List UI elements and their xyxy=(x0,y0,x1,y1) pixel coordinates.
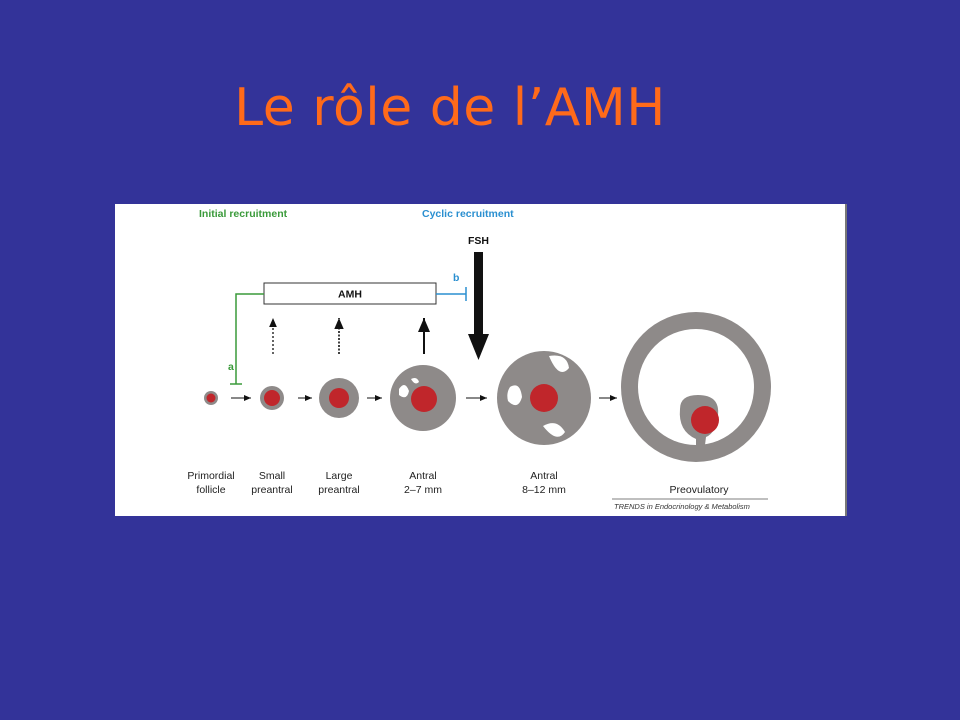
amh-label: AMH xyxy=(338,289,362,301)
amh-diagram: Initial recruitment Cyclic recruitment F… xyxy=(115,204,847,516)
source-credit: TRENDS in Endocrinology & Metabolism xyxy=(614,502,750,511)
follicle-large-preantral xyxy=(319,378,359,418)
stage-label-6-line1: Preovulatory xyxy=(670,484,730,496)
fsh-arrow xyxy=(468,252,489,360)
label-b: b xyxy=(453,272,459,284)
stage-label-2-line1: Small xyxy=(259,470,285,482)
stage-label-4-line1: Antral xyxy=(409,470,436,482)
follicle-antral-8-12 xyxy=(497,351,591,445)
slide-title: Le rôle de l’AMH xyxy=(234,78,666,138)
inhibition-b xyxy=(436,287,467,301)
stage-label-1-line2: follicle xyxy=(196,484,225,496)
diagram-svg: Initial recruitment Cyclic recruitment F… xyxy=(187,208,771,511)
fsh-label: FSH xyxy=(468,235,489,247)
follicle-preovulatory xyxy=(621,312,771,462)
follicle-antral-2-7 xyxy=(390,365,456,431)
follicle-small-preantral xyxy=(260,386,284,410)
follicle-primordial xyxy=(204,391,218,405)
inhibition-a xyxy=(230,293,264,385)
stage-label-4-line2: 2–7 mm xyxy=(404,484,442,496)
stage-label-1-line1: Primordial xyxy=(187,470,234,482)
stage-label-5-line2: 8–12 mm xyxy=(522,484,566,496)
cyclic-recruitment-label: Cyclic recruitment xyxy=(422,208,514,220)
initial-recruitment-label: Initial recruitment xyxy=(199,208,288,220)
stage-label-2-line2: preantral xyxy=(251,484,292,496)
stage-label-3-line1: Large xyxy=(326,470,353,482)
stage-label-3-line2: preantral xyxy=(318,484,359,496)
label-a: a xyxy=(228,361,234,373)
stage-label-5-line1: Antral xyxy=(530,470,557,482)
